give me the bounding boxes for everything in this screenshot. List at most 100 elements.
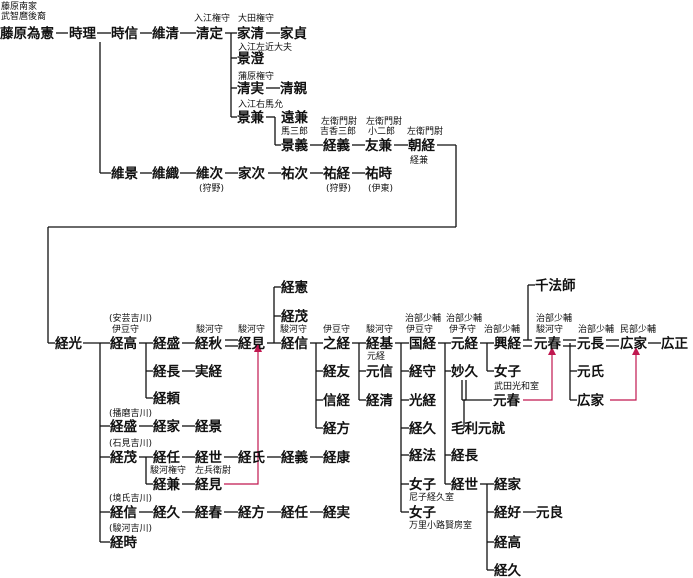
person-tsunekane: 経兼 bbox=[153, 476, 180, 493]
person-tokimasa: 時理 bbox=[69, 25, 96, 42]
person-tsuneyori: 経頼 bbox=[153, 390, 180, 407]
person-tsunemitsu: 経光 bbox=[55, 335, 82, 352]
person-mitsutsune: 光経 bbox=[408, 392, 436, 409]
person-koreori: 維織 bbox=[152, 165, 179, 182]
person-tsunekata: 経方 bbox=[323, 420, 350, 437]
person-nyoshi2: 女子 bbox=[409, 504, 436, 521]
adoption-arrows bbox=[224, 343, 640, 485]
person-tsunemori3: 経盛 bbox=[110, 418, 137, 435]
person-suketsugu: 祐次 bbox=[281, 165, 308, 182]
person-suketsune: 祐経 bbox=[323, 165, 350, 182]
person-tsuneie: 経家 bbox=[153, 418, 180, 435]
person-tsunenori2: 経法 bbox=[409, 447, 436, 464]
note-irie-sakon: 入江左近大夫 bbox=[238, 41, 292, 53]
person-kiyosada: 清定 bbox=[196, 25, 223, 42]
person-tsunemoto: 経基 bbox=[366, 335, 393, 352]
person-names: 藤原為憲 時理 時信 維清 清定 家清 家貞 景澄 清実 清親 景兼 遠兼 景義… bbox=[0, 25, 689, 578]
note-iyo: 伊予守 bbox=[449, 323, 476, 335]
person-nobutsune: 信経 bbox=[323, 392, 350, 409]
person-motonaga: 元長 bbox=[577, 336, 605, 352]
person-tsunekage: 経景 bbox=[195, 418, 222, 435]
person-tsuneyoshi3: 経義 bbox=[281, 449, 308, 466]
descent-label: 武智麿後裔 bbox=[1, 10, 46, 22]
note-amako-wife: 尼子経久室 bbox=[409, 491, 454, 503]
note-saemon3: 左衛門尉 bbox=[407, 125, 443, 137]
person-motouji: 元氏 bbox=[577, 364, 605, 380]
person-tsunemori: 経盛 bbox=[153, 335, 180, 352]
note-aki-kikkawa: (安芸吉川) bbox=[109, 312, 152, 324]
person-motoharu2: 元春 bbox=[493, 392, 521, 409]
person-koresada: 維清 bbox=[152, 25, 179, 42]
note-kyokan: 経兼 bbox=[410, 154, 428, 166]
person-tsuneyo2: 経世 bbox=[195, 449, 222, 466]
note-suruga5: 駿河守 bbox=[536, 323, 563, 335]
person-ietsugu: 家次 bbox=[238, 165, 265, 182]
person-tsuneaki: 経秋 bbox=[195, 335, 222, 352]
person-tsunenori: 経憲 bbox=[281, 279, 308, 296]
person-tsunenaga: 経長 bbox=[153, 363, 180, 380]
person-korekage: 維景 bbox=[111, 165, 138, 182]
note-kano1: (狩野) bbox=[199, 182, 224, 194]
note-izu3: 伊豆守 bbox=[406, 323, 433, 335]
note-irie-gonnokami: 入江権守 bbox=[194, 12, 230, 24]
note-jibu4: 治部少輔 bbox=[536, 312, 572, 324]
person-tsunehisa2: 経久 bbox=[153, 504, 180, 521]
note-irie-uma: 入江右馬允 bbox=[238, 98, 283, 110]
person-tsuneyasu: 経康 bbox=[323, 449, 350, 466]
person-tsunehisa3: 経久 bbox=[494, 562, 522, 578]
note-madenokoji-wife: 万里小路賢房室 bbox=[409, 519, 472, 531]
note-suruga-gonnokami: 駿河権守 bbox=[150, 464, 186, 476]
person-iesada: 家貞 bbox=[280, 25, 307, 42]
note-jibu1: 治部少輔 bbox=[405, 312, 441, 324]
person-tsuneie2: 経家 bbox=[494, 476, 522, 493]
note-ito: (伊東) bbox=[368, 182, 393, 194]
person-motonobu: 元信 bbox=[366, 363, 393, 380]
person-tsunekiyo: 経清 bbox=[366, 392, 393, 409]
note-saemon1: 左衛門尉 bbox=[321, 115, 357, 127]
person-tsunetomo: 経友 bbox=[323, 363, 350, 380]
note-suruga4: 駿河守 bbox=[366, 323, 393, 335]
note-kojiro: 小二郎 bbox=[368, 125, 395, 137]
person-tamenori: 藤原為憲 bbox=[0, 25, 54, 42]
person-tsunemori2: 経守 bbox=[409, 363, 436, 380]
person-tsuneharu: 経春 bbox=[195, 504, 222, 521]
person-kagesumi: 景澄 bbox=[237, 50, 264, 67]
note-sahyoe: 左兵衛尉 bbox=[195, 464, 231, 476]
note-saemon2: 左衛門尉 bbox=[366, 115, 402, 127]
person-tsunekata2: 経方 bbox=[238, 504, 265, 521]
person-tsuneshige: 経茂 bbox=[281, 308, 308, 325]
person-senhoshi: 千法師 bbox=[535, 277, 576, 294]
note-ota-gonnokami: 大田権守 bbox=[238, 12, 274, 24]
person-hiroie1: 広家 bbox=[620, 335, 648, 352]
person-motoyoshi: 元良 bbox=[536, 504, 564, 521]
person-hiromasa: 広正 bbox=[661, 335, 689, 352]
person-asatsune: 朝経 bbox=[408, 137, 435, 154]
person-tokane: 遠兼 bbox=[281, 109, 308, 126]
note-jibu2: 治部少輔 bbox=[446, 312, 482, 324]
person-tomokane: 友兼 bbox=[365, 137, 392, 154]
person-kiyochika: 清親 bbox=[280, 80, 307, 97]
person-tsunemi2: 経見 bbox=[195, 476, 222, 493]
person-tsuneyoshi2: 経好 bbox=[494, 504, 522, 521]
person-okitsune: 興経 bbox=[494, 335, 522, 352]
person-tsunetaka2: 経高 bbox=[494, 534, 521, 551]
person-motoharu1: 元春 bbox=[534, 335, 562, 352]
person-tokinobu: 時信 bbox=[111, 25, 138, 42]
person-tsunemi: 経見 bbox=[238, 335, 265, 352]
note-takeda-wife: 武田光和室 bbox=[494, 380, 539, 392]
person-hiroie2: 広家 bbox=[577, 392, 605, 409]
person-yukitsune: 之経 bbox=[323, 335, 350, 352]
person-tsunezane: 経実 bbox=[323, 504, 350, 521]
person-kageyoshi: 景義 bbox=[281, 137, 308, 154]
note-izu2: 伊豆守 bbox=[323, 323, 350, 335]
person-tsunenobu: 経信 bbox=[281, 335, 308, 352]
note-suruga1: 駿河守 bbox=[196, 323, 223, 335]
person-myokyu: 妙久 bbox=[451, 363, 478, 380]
note-minbu: 民部少輔 bbox=[620, 323, 656, 335]
note-jibu5: 治部少輔 bbox=[578, 323, 614, 335]
person-tsuneshige2: 経茂 bbox=[110, 449, 137, 466]
note-kano2: (狩野) bbox=[326, 182, 351, 194]
tree-lines bbox=[47, 32, 661, 571]
note-suruga3: 駿河守 bbox=[280, 323, 307, 335]
